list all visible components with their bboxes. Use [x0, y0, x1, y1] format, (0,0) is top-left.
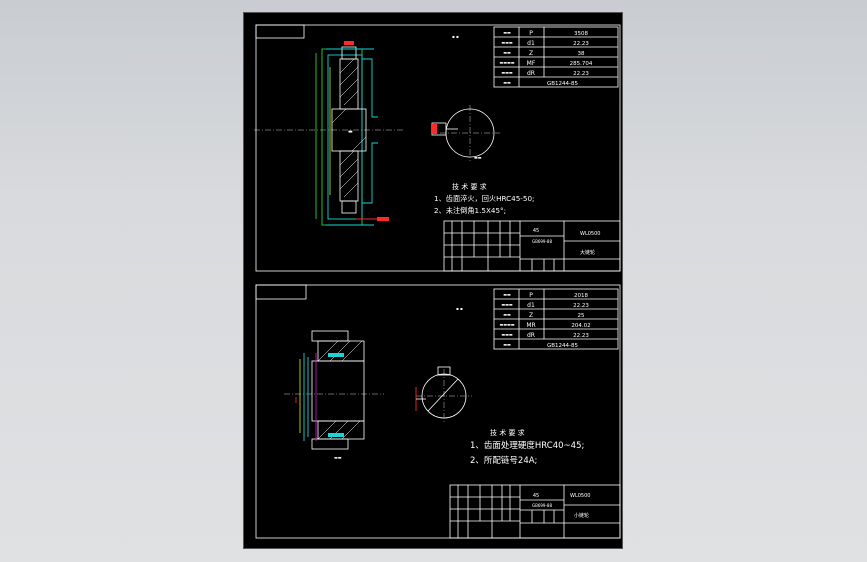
svg-text:▬▬: ▬▬ — [503, 80, 511, 85]
param-symbol: Z — [529, 50, 533, 57]
tech-req-title: 技 术 要 求 — [490, 428, 525, 437]
sheet-1-scale-note: ▪ ▪ — [452, 34, 459, 39]
sheet-1: ▪ ▪ ▬▬ ▬▬▬ ▬▬ ▬▬▬▬ ▬▬▬ ▬▬ P d1 Z MF dR 3… — [254, 24, 621, 272]
tech-req-line: 2、所配链号24A; — [470, 455, 537, 466]
sheet-1-param-table: ▬▬ ▬▬▬ ▬▬ ▬▬▬▬ ▬▬▬ ▬▬ P d1 Z MF dR 3508 … — [493, 26, 619, 88]
param-value: 22.23 — [573, 71, 589, 77]
sheet-1-title-block: 45 GB699-88 WL0500 大链轮 — [443, 220, 621, 272]
param-standard: GB1244-85 — [547, 343, 579, 349]
param-value: 22.23 — [573, 303, 589, 309]
sheet-2-id-box — [255, 284, 307, 300]
svg-text:▬▬: ▬▬ — [503, 312, 511, 317]
sheet-2-section-view: ▬▬ — [284, 330, 384, 460]
param-value: 22.23 — [573, 41, 589, 47]
sheet-2-title-block: 45 GB699-88 WL0500 小链轮 — [449, 484, 621, 539]
param-value: 3508 — [574, 31, 588, 37]
title-block-standard: GB699-88 — [532, 239, 552, 244]
svg-text:▬▬▬: ▬▬▬ — [501, 302, 513, 307]
param-symbol: P — [529, 30, 533, 37]
param-value: 38 — [578, 51, 585, 57]
param-value: 22.23 — [573, 333, 589, 339]
param-value: 25 — [578, 313, 585, 319]
sheet-1-end-view: ▬▬ — [431, 105, 500, 161]
title-block-code: WL0500 — [580, 231, 600, 237]
title-block-name: 大链轮 — [580, 249, 595, 256]
param-symbol: dR — [527, 70, 535, 77]
svg-text:▬▬: ▬▬ — [503, 292, 511, 297]
title-block-material: 45 — [533, 228, 539, 234]
param-value: 285.704 — [570, 61, 593, 67]
tech-req-title: 技 术 要 求 — [452, 182, 487, 191]
tech-req-line: 1、齿面淬火，回火HRC45-50; — [434, 194, 534, 203]
param-standard: GB1244-85 — [547, 81, 579, 87]
sheet-2-tech-requirements: 技 术 要 求 1、齿面处理硬度HRC40~45; 2、所配链号24A; — [470, 428, 584, 466]
sheet-1-id-box — [255, 24, 305, 39]
svg-text:▬▬▬: ▬▬▬ — [501, 332, 513, 337]
title-block-code: WL0500 — [570, 493, 590, 499]
sheet-2-scale-note: ▪ ▪ — [456, 306, 463, 311]
svg-text:▬▬▬▬: ▬▬▬▬ — [499, 322, 514, 327]
sheet-2: ▪ ▪ ▬▬ ▬▬▬ ▬▬ ▬▬▬▬ ▬▬▬ ▬▬ P d1 Z MR dR 2… — [255, 284, 621, 539]
param-symbol: P — [529, 292, 533, 299]
svg-text:▬▬: ▬▬ — [503, 50, 511, 55]
sheet-2-border — [255, 284, 621, 539]
title-block-standard: GB699-88 — [532, 503, 552, 508]
svg-text:▬▬: ▬▬ — [474, 155, 482, 160]
cad-drawing-canvas: ▪ ▪ ▬▬ ▬▬▬ ▬▬ ▬▬▬▬ ▬▬▬ ▬▬ P d1 Z MF dR 3… — [243, 12, 623, 549]
sheet-1-tech-requirements: 技 术 要 求 1、齿面淬火，回火HRC45-50; 2、未注倒角1.5X45°… — [434, 182, 534, 215]
svg-text:▬: ▬ — [348, 129, 353, 135]
param-symbol: Z — [529, 312, 533, 319]
param-value: 2018 — [574, 293, 588, 299]
svg-text:▬▬▬: ▬▬▬ — [501, 70, 513, 75]
svg-text:▬▬: ▬▬ — [334, 455, 342, 460]
param-symbol: MR — [526, 322, 535, 329]
tech-req-line: 2、未注倒角1.5X45°; — [434, 206, 506, 215]
sheet-1-border — [255, 24, 621, 272]
param-symbol: MF — [527, 60, 536, 67]
svg-text:▬▬: ▬▬ — [503, 342, 511, 347]
param-symbol: d1 — [527, 302, 535, 309]
svg-text:▬▬▬: ▬▬▬ — [501, 40, 513, 45]
sheet-2-end-view — [415, 366, 472, 423]
param-value: 204.02 — [571, 323, 590, 329]
cad-drawing: ▪ ▪ ▬▬ ▬▬▬ ▬▬ ▬▬▬▬ ▬▬▬ ▬▬ P d1 Z MF dR 3… — [254, 24, 621, 539]
svg-text:▬▬▬▬: ▬▬▬▬ — [499, 60, 514, 65]
svg-text:▬▬: ▬▬ — [503, 30, 511, 35]
title-block-name: 小链轮 — [574, 512, 589, 519]
sheet-2-param-table: ▬▬ ▬▬▬ ▬▬ ▬▬▬▬ ▬▬▬ ▬▬ P d1 Z MR dR 2018 … — [493, 288, 619, 350]
param-symbol: dR — [527, 332, 535, 339]
sheet-1-section-view: ▬ — [254, 41, 404, 226]
tech-req-line: 1、齿面处理硬度HRC40~45; — [470, 440, 584, 451]
param-symbol: d1 — [527, 40, 535, 47]
title-block-material: 45 — [533, 493, 539, 499]
